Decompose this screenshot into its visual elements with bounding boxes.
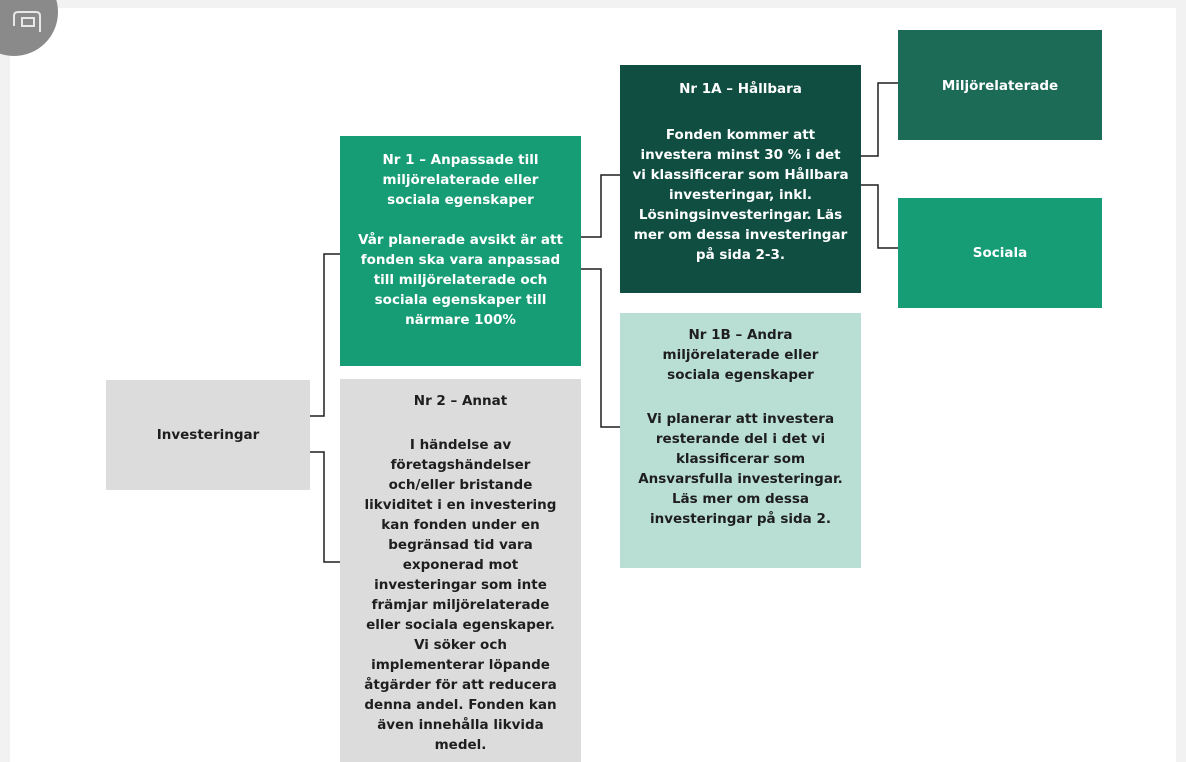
node-nr1b-title: Nr 1B – Andra miljörelaterade eller soci… <box>662 327 819 383</box>
connector-n1a-env <box>861 82 898 157</box>
node-nr1: Nr 1 – Anpassade till miljörelaterade el… <box>340 136 581 366</box>
corner-badge <box>0 0 58 56</box>
node-nr1a: Nr 1A – Hållbara Fonden kommer att inves… <box>620 65 861 293</box>
node-sociala-label: Sociala <box>972 245 1028 261</box>
page-icon <box>13 11 41 32</box>
node-nr1-body: Vår planerade avsikt är att fonden ska v… <box>358 232 563 328</box>
node-investeringar: Investeringar <box>106 380 310 490</box>
node-miljorelaterade-label: Miljörelaterade <box>941 78 1059 94</box>
node-nr2-body: I händelse av företagshändelser och/elle… <box>364 437 557 753</box>
connector-n1-n1b <box>581 268 620 428</box>
node-nr1-title: Nr 1 – Anpassade till miljörelaterade el… <box>382 152 539 208</box>
connector-lines <box>310 82 898 563</box>
node-nr2: Nr 2 – Annat I händelse av företagshände… <box>340 379 581 762</box>
connector-root-n2 <box>310 451 340 563</box>
node-nr2-title: Nr 2 – Annat <box>413 393 508 409</box>
node-investeringar-label: Investeringar <box>156 427 260 443</box>
connector-n1a-soc <box>861 184 898 249</box>
node-nr1b: Nr 1B – Andra miljörelaterade eller soci… <box>620 313 861 568</box>
connector-root-n1 <box>310 253 340 417</box>
node-sociala: Sociala <box>898 198 1102 308</box>
node-miljorelaterade: Miljörelaterade <box>898 30 1102 140</box>
connector-n1-n1a <box>581 174 620 238</box>
node-nr1a-title: Nr 1A – Hållbara <box>679 81 802 97</box>
node-nr1a-body: Fonden kommer att investera minst 30 % i… <box>632 127 849 263</box>
node-nr1b-body: Vi planerar att investera resterande del… <box>638 411 843 527</box>
